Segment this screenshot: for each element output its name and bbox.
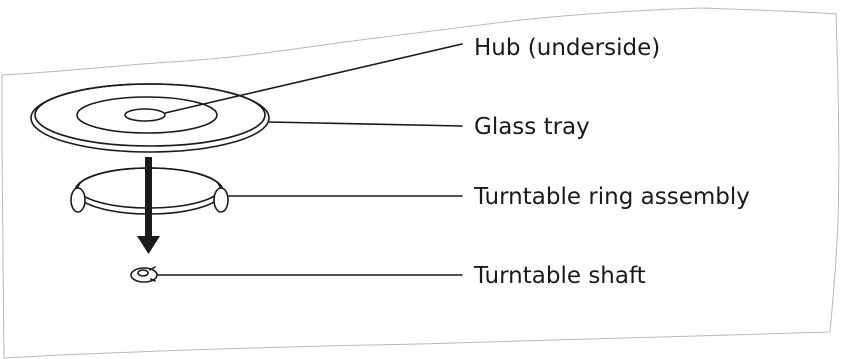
glass-tray [30, 83, 270, 153]
hub-label: Hub (underside) [474, 35, 660, 61]
glass-tray-label: Glass tray [474, 114, 590, 140]
leader-lines [156, 43, 463, 276]
ring-assembly-label: Turntable ring assembly [473, 184, 750, 210]
turntable-shaft [130, 266, 158, 283]
leader-hub [164, 43, 463, 114]
down-arrow [137, 157, 160, 254]
hub [124, 108, 166, 122]
turntable-ring-assembly [70, 167, 229, 215]
leader-glass-tray [268, 121, 463, 127]
shaft-label: Turntable shaft [473, 263, 646, 289]
paper-outline [1, 7, 840, 359]
